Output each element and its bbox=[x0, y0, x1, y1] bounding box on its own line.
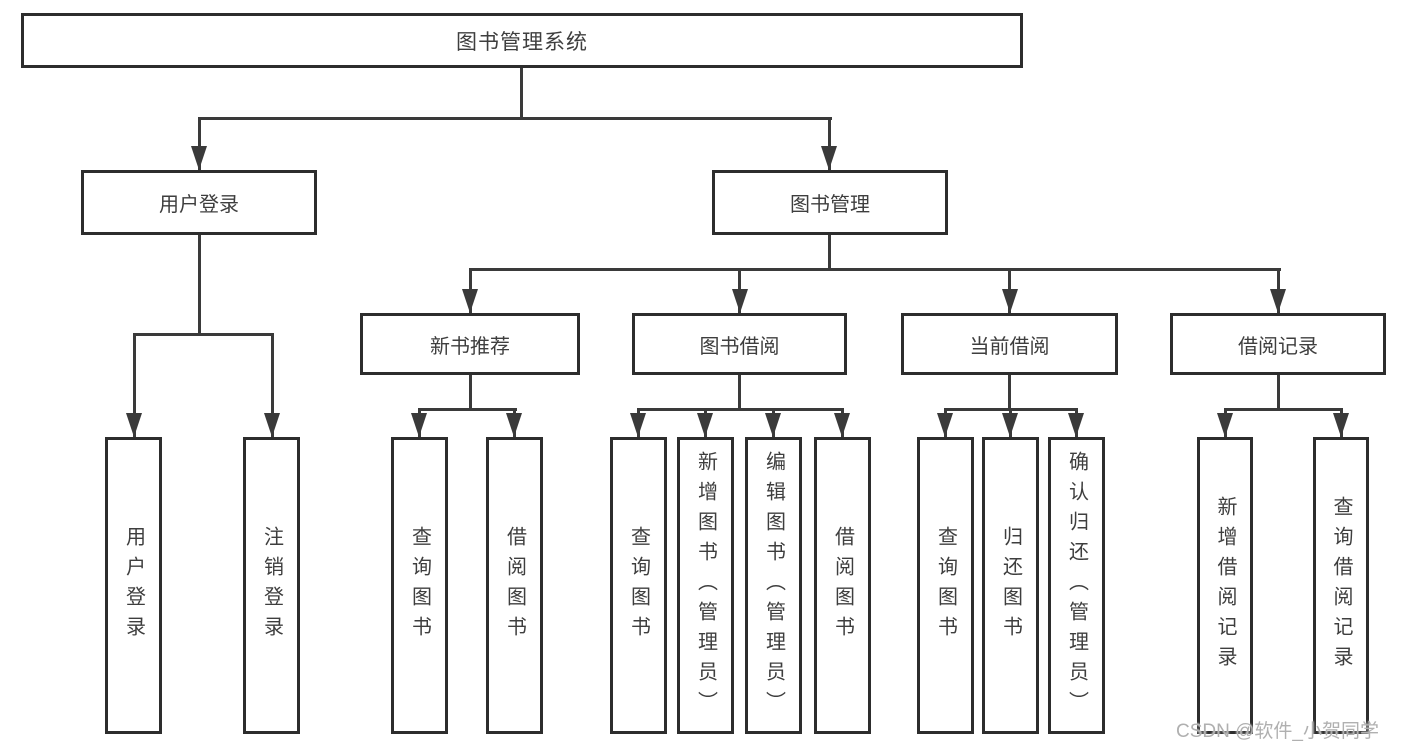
connector-line bbox=[1008, 375, 1011, 411]
node-add-book-admin: 新增图书（管理员） bbox=[677, 437, 734, 734]
node-label: 图书管理系统 bbox=[456, 30, 588, 54]
arrowhead-down-icon bbox=[630, 413, 646, 437]
connector-line bbox=[1224, 408, 1343, 411]
node-label: 当前借阅 bbox=[969, 335, 1050, 358]
arrowhead-down-icon bbox=[1002, 413, 1018, 437]
node-query-book-current: 查询图书 bbox=[917, 437, 974, 734]
arrowhead-down-icon bbox=[1068, 413, 1084, 437]
node-confirm-return-admin: 确认归还（管理员） bbox=[1048, 437, 1105, 734]
connector-line bbox=[198, 117, 832, 120]
node-query-borrow-record: 查询借阅记录 bbox=[1313, 437, 1369, 734]
node-user-login-leaf: 用户登录 bbox=[105, 437, 162, 734]
arrowhead-down-icon bbox=[732, 289, 748, 313]
connector-line bbox=[198, 235, 201, 336]
node-label: 图书借阅 bbox=[699, 335, 780, 358]
node-label: 借阅记录 bbox=[1238, 335, 1318, 358]
node-edit-book-admin: 编辑图书（管理员） bbox=[745, 437, 802, 734]
arrowhead-down-icon bbox=[937, 413, 953, 437]
node-library-management-system: 图书管理系统 bbox=[21, 13, 1023, 68]
node-logout: 注销登录 bbox=[243, 437, 300, 734]
node-label: 编辑图书（管理员） bbox=[762, 450, 785, 721]
node-borrowing-records: 借阅记录 bbox=[1170, 313, 1386, 375]
node-book-management: 图书管理 bbox=[712, 170, 948, 235]
arrowhead-down-icon bbox=[821, 146, 837, 170]
node-label: 查询借阅记录 bbox=[1330, 495, 1352, 676]
node-label: 借阅图书 bbox=[831, 525, 854, 646]
connector-line bbox=[133, 333, 274, 336]
watermark: CSDN @软件_小贺同学 bbox=[1176, 721, 1379, 742]
arrowhead-down-icon bbox=[1333, 413, 1349, 437]
connector-line bbox=[418, 408, 517, 411]
node-label: 图书管理 bbox=[790, 194, 870, 216]
arrowhead-down-icon bbox=[1217, 413, 1233, 437]
node-return-book: 归还图书 bbox=[982, 437, 1039, 734]
node-new-book-recommendation: 新书推荐 bbox=[360, 313, 580, 375]
node-label: 查询图书 bbox=[934, 525, 957, 646]
arrowhead-down-icon bbox=[1270, 289, 1286, 313]
connector-line bbox=[828, 117, 831, 170]
arrowhead-down-icon bbox=[834, 413, 850, 437]
node-label: 确认归还（管理员） bbox=[1065, 450, 1088, 721]
arrowhead-down-icon bbox=[1002, 289, 1018, 313]
connector-line bbox=[198, 117, 201, 170]
node-query-book-borrowing: 查询图书 bbox=[610, 437, 667, 734]
node-label: 新增图书（管理员） bbox=[694, 450, 717, 721]
arrowhead-down-icon bbox=[462, 289, 478, 313]
connector-line bbox=[738, 375, 741, 411]
node-add-borrow-record: 新增借阅记录 bbox=[1197, 437, 1253, 734]
node-label: 注销登录 bbox=[260, 525, 283, 646]
connector-line bbox=[271, 333, 274, 437]
node-borrow-book: 借阅图书 bbox=[814, 437, 871, 734]
node-label: 新书推荐 bbox=[430, 335, 510, 358]
arrowhead-down-icon bbox=[506, 413, 522, 437]
node-current-borrowing: 当前借阅 bbox=[901, 313, 1118, 375]
connector-line bbox=[469, 268, 1281, 271]
connector-line bbox=[1277, 375, 1280, 411]
arrowhead-down-icon bbox=[191, 146, 207, 170]
node-label: 归还图书 bbox=[999, 525, 1022, 646]
arrowhead-down-icon bbox=[411, 413, 427, 437]
node-user-login-branch: 用户登录 bbox=[81, 170, 317, 235]
node-label: 用户登录 bbox=[159, 194, 239, 216]
node-book-borrowing: 图书借阅 bbox=[632, 313, 847, 375]
arrowhead-down-icon bbox=[765, 413, 781, 437]
connector-line bbox=[469, 375, 472, 411]
node-label: 用户登录 bbox=[122, 525, 145, 646]
connector-line bbox=[637, 408, 844, 411]
connector-line bbox=[133, 333, 136, 437]
arrowhead-down-icon bbox=[264, 413, 280, 437]
node-label: 查询图书 bbox=[408, 525, 431, 646]
node-label: 借阅图书 bbox=[503, 525, 526, 646]
node-label: 新增借阅记录 bbox=[1214, 495, 1236, 676]
arrowhead-down-icon bbox=[126, 413, 142, 437]
arrowhead-down-icon bbox=[697, 413, 713, 437]
connector-line bbox=[828, 235, 831, 271]
node-label: 查询图书 bbox=[627, 525, 650, 646]
node-query-book-recommend: 查询图书 bbox=[391, 437, 448, 734]
node-borrow-book-recommend: 借阅图书 bbox=[486, 437, 543, 734]
connector-line bbox=[520, 68, 523, 120]
